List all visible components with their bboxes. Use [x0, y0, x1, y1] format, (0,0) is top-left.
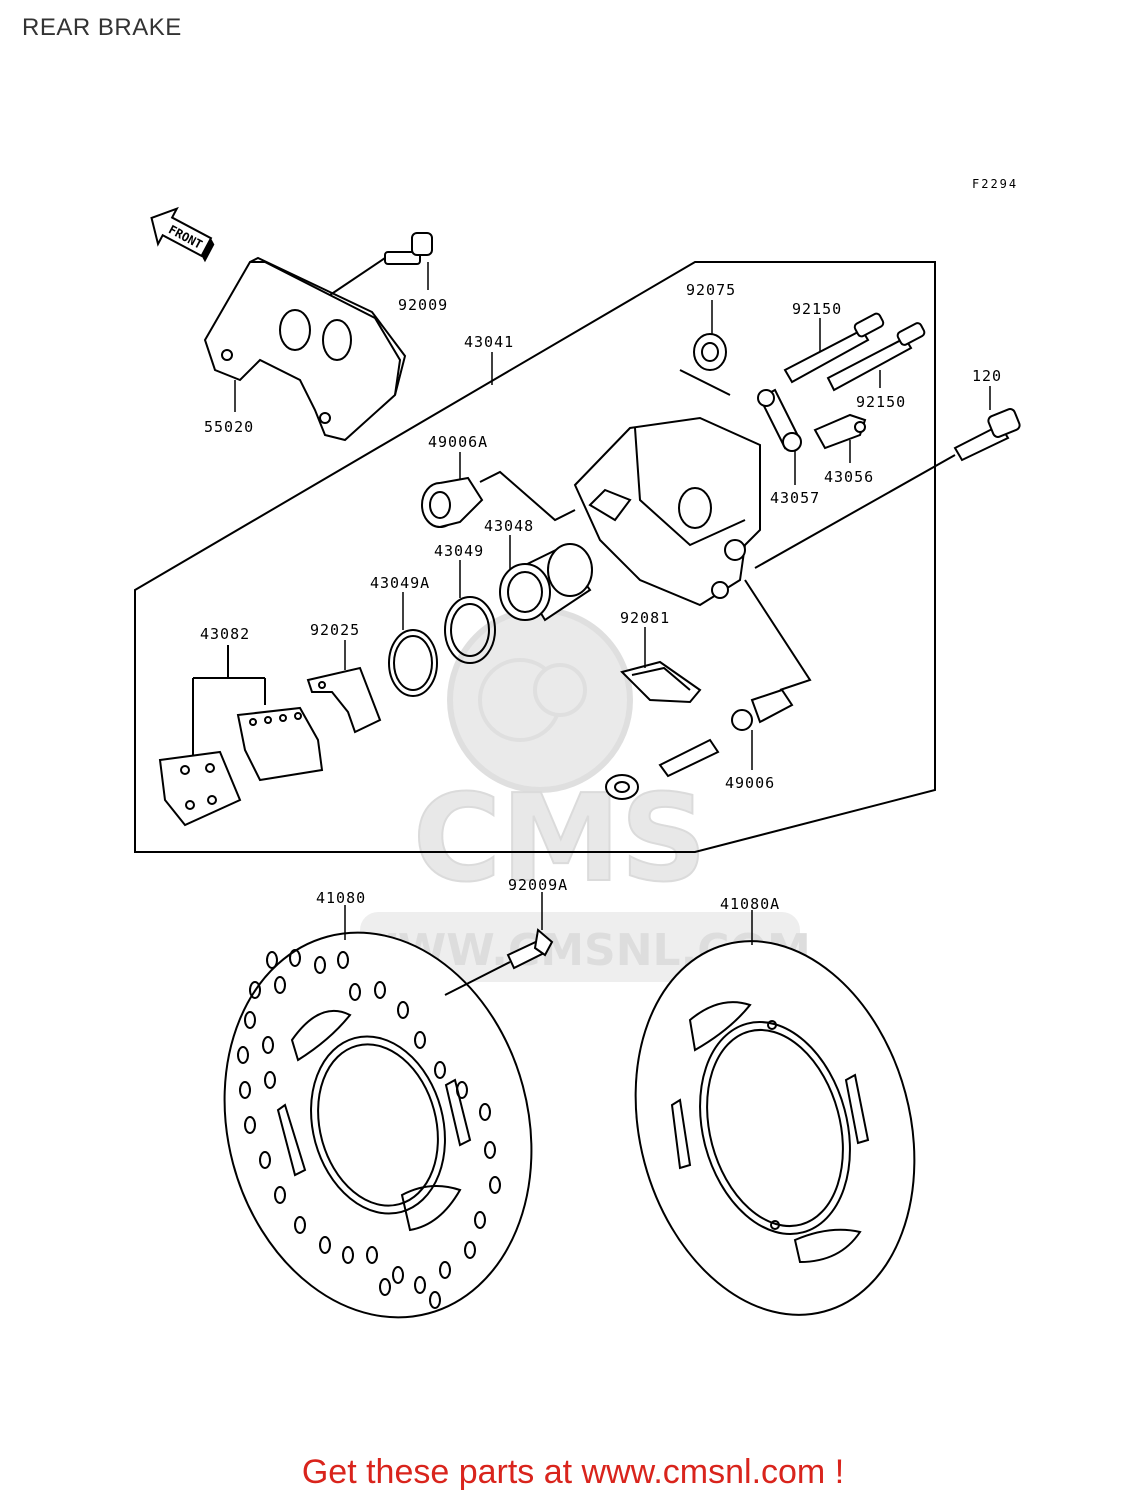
exploded-parts-diagram: CMS WWW.CMSNL.COM F2294 FRONT — [134, 177, 1021, 1319]
piston-seals — [388, 596, 496, 697]
part-label-92009: 92009 — [398, 296, 448, 314]
leader-lines — [234, 262, 991, 945]
brake-pads — [158, 645, 324, 827]
disc-screw — [444, 928, 554, 996]
pad-clip-92081 — [620, 660, 702, 704]
part-label-92150-bottom: 92150 — [856, 393, 906, 411]
brake-disc-plain — [634, 940, 916, 1316]
part-label-43048: 43048 — [484, 517, 534, 535]
cms-watermark: CMS WWW.CMSNL.COM — [349, 607, 811, 982]
part-label-43041: 43041 — [464, 333, 514, 351]
part-label-43056: 43056 — [824, 468, 874, 486]
part-label-43049a: 43049A — [370, 574, 430, 592]
dust-seal-49006a — [421, 470, 576, 528]
pad-spring-92025 — [306, 666, 382, 734]
caliper-body — [573, 416, 761, 607]
part-label-92075: 92075 — [686, 281, 736, 299]
piston-43048 — [499, 543, 593, 622]
part-label-49006a: 49006A — [428, 433, 488, 451]
part-labels: 92009 55020 43041 92075 92150 92150 120 … — [200, 281, 1002, 913]
bleeder-parts — [757, 388, 867, 452]
footer-parts-link[interactable]: Get these parts at www.cmsnl.com ! — [301, 1453, 845, 1491]
bracket-bolt — [329, 232, 433, 296]
front-arrow-icon: FRONT — [150, 206, 215, 263]
part-label-43057: 43057 — [770, 489, 820, 507]
part-label-43049: 43049 — [434, 542, 484, 560]
part-label-55020: 55020 — [204, 418, 254, 436]
brake-disc-drilled — [223, 931, 533, 1319]
pin-bolts — [605, 579, 812, 800]
boot-92075 — [679, 333, 731, 396]
bolt-120 — [754, 408, 1021, 569]
part-label-92009a: 92009A — [508, 876, 568, 894]
caliper-assembly-outline — [134, 261, 936, 853]
part-label-92150-top: 92150 — [792, 300, 842, 318]
slide-pins — [783, 312, 926, 392]
part-label-92081: 92081 — [620, 609, 670, 627]
watermark-brand: CMS — [413, 770, 707, 909]
part-label-41080a: 41080A — [720, 895, 780, 913]
part-label-43082: 43082 — [200, 625, 250, 643]
figure-code: F2294 — [972, 177, 1018, 191]
part-label-41080: 41080 — [316, 889, 366, 907]
part-label-92025: 92025 — [310, 621, 360, 639]
part-label-120: 120 — [972, 367, 1002, 385]
part-label-49006: 49006 — [725, 774, 775, 792]
caliper-bracket — [203, 256, 407, 442]
page-title: REAR BRAKE — [22, 14, 182, 41]
